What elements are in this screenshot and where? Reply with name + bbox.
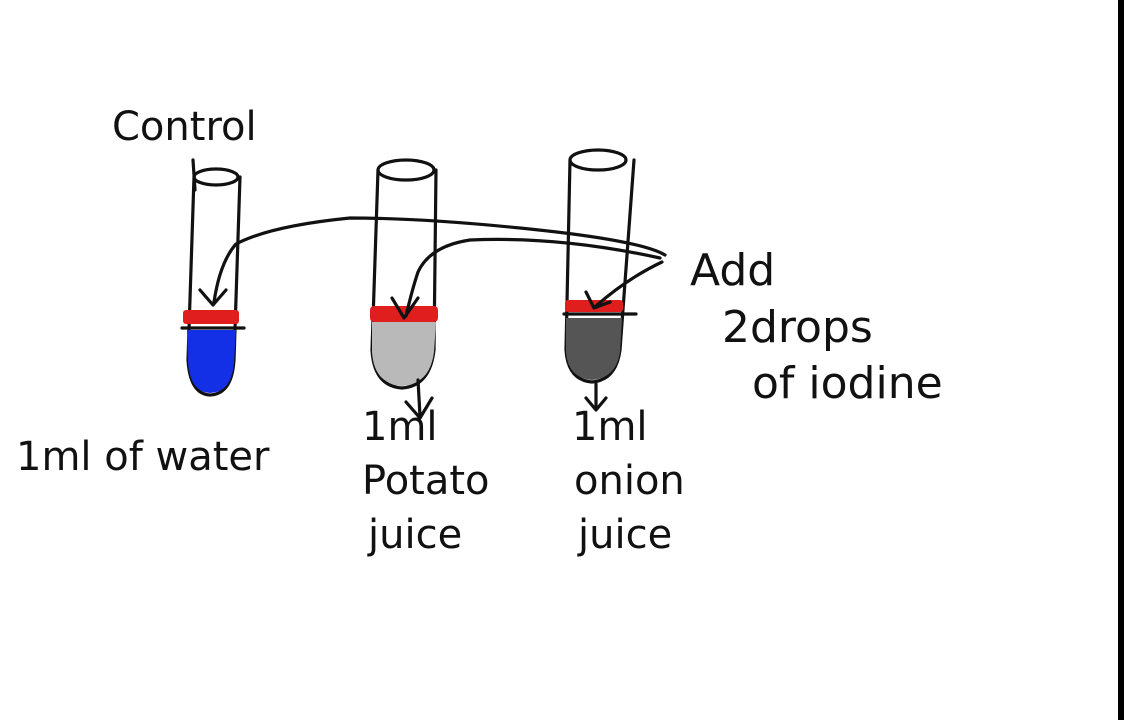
water-tube-label: 1ml of water (16, 434, 270, 480)
onion-tube-label-line-1: 1ml (572, 404, 648, 450)
tube-potato-iodine-band (370, 306, 438, 322)
add-iodine-label-line-2: 2drops (722, 302, 873, 353)
control-label: Control (112, 104, 257, 150)
tube-onion-liquid (566, 318, 622, 380)
potato-tube-label-line-2: Potato (362, 458, 490, 504)
control-pointer-line (191, 158, 197, 192)
add-iodine-label-line-3: of iodine (752, 358, 943, 409)
tube-potato-down-arrow (404, 378, 434, 420)
tube-potato (370, 158, 438, 420)
iodine-arrows (198, 216, 667, 320)
arrow-to-onion-head (584, 290, 612, 310)
tube-potato-liquid (372, 322, 436, 386)
tube-onion (562, 148, 638, 412)
tube-onion-rim (568, 148, 628, 172)
onion-tube-label-line-2: onion (574, 458, 685, 504)
tube-water-iodine-band (183, 310, 239, 324)
potato-tube-label-line-1: 1ml (362, 404, 438, 450)
onion-tube-label-line-3: juice (577, 512, 672, 558)
add-iodine-label-line-1: Add (690, 245, 775, 296)
arrow-to-onion (594, 260, 664, 308)
tube-water (180, 158, 246, 397)
tube-water-liquid (187, 330, 236, 393)
frame-edge-bar (1118, 0, 1124, 720)
arrow-to-potato-head (390, 296, 420, 320)
potato-tube-label-line-3: juice (367, 512, 462, 558)
arrow-to-water (212, 216, 667, 304)
arrow-to-water-head (198, 288, 228, 307)
tube-water-rim (192, 167, 240, 187)
tube-potato-rim (376, 158, 436, 182)
arrow-to-potato (404, 237, 662, 318)
tube-onion-down-arrow (584, 382, 608, 412)
